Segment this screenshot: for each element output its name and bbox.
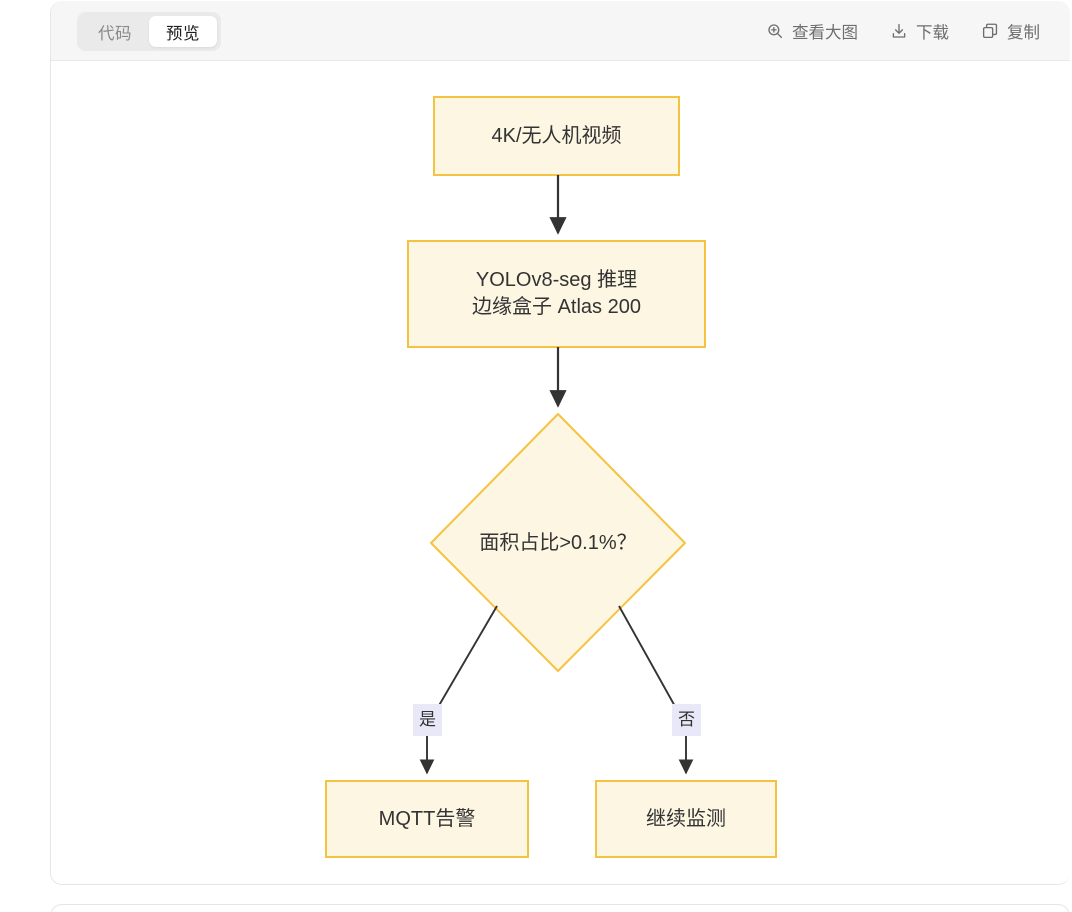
download-button[interactable]: 下载 bbox=[890, 19, 949, 43]
edge-n3-n5 bbox=[618, 605, 694, 775]
edge-n3-n4 bbox=[419, 605, 498, 775]
next-card-strip bbox=[50, 904, 1070, 912]
copy-label: 复制 bbox=[1007, 24, 1040, 42]
download-label: 下载 bbox=[916, 24, 949, 42]
diagram-canvas: 4K/无人机视频 YOLOv8-seg 推理 边缘盒子 Atlas 200 面积… bbox=[51, 61, 1070, 884]
flowchart-svg bbox=[325, 96, 777, 858]
flowchart: 4K/无人机视频 YOLOv8-seg 推理 边缘盒子 Atlas 200 面积… bbox=[51, 61, 1070, 884]
view-mode-tabs[interactable]: 代码 预览 bbox=[77, 12, 221, 51]
view-large-label: 查看大图 bbox=[792, 24, 858, 42]
view-large-button[interactable]: 查看大图 bbox=[766, 19, 858, 43]
node-n3 bbox=[430, 413, 686, 672]
node-n2 bbox=[407, 240, 706, 348]
preview-card: 代码 预览 查看大图 bbox=[50, 1, 1070, 885]
tab-preview[interactable]: 预览 bbox=[149, 16, 217, 47]
copy-button[interactable]: 复制 bbox=[981, 19, 1040, 43]
node-n4 bbox=[325, 780, 529, 858]
copy-icon bbox=[981, 22, 999, 40]
tab-code[interactable]: 代码 bbox=[98, 24, 132, 43]
node-n1 bbox=[433, 96, 680, 176]
node-n5 bbox=[595, 780, 777, 858]
header-actions: 查看大图 下载 bbox=[766, 1, 1040, 61]
download-icon bbox=[890, 22, 908, 40]
card-header: 代码 预览 查看大图 bbox=[51, 1, 1070, 61]
zoom-in-icon bbox=[766, 22, 784, 40]
